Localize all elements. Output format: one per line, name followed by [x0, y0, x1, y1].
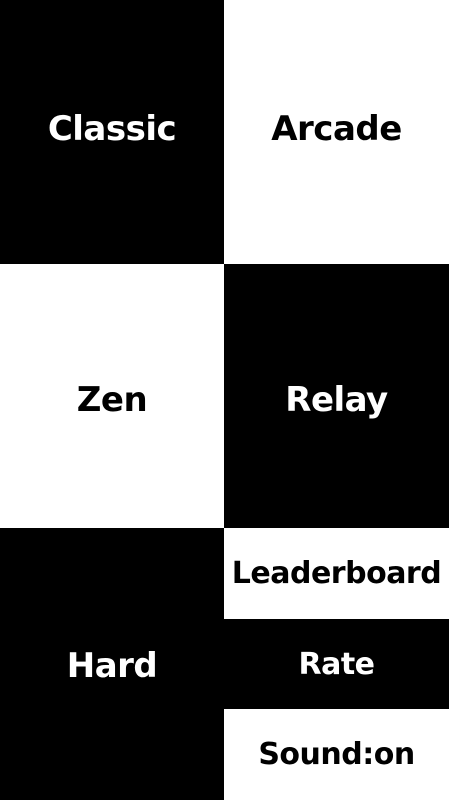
zen-mode-button[interactable]: Zen — [0, 264, 224, 528]
zen-mode-label: Zen — [76, 380, 148, 420]
leaderboard-label: Leaderboard — [231, 556, 442, 591]
classic-mode-label: Classic — [47, 109, 177, 149]
hard-mode-label: Hard — [66, 646, 158, 686]
arcade-mode-button[interactable]: Arcade — [224, 0, 449, 264]
hard-mode-button[interactable]: Hard — [0, 528, 224, 800]
arcade-mode-label: Arcade — [271, 109, 402, 149]
rate-button[interactable]: Rate — [224, 619, 449, 709]
classic-mode-button[interactable]: Classic — [0, 0, 224, 264]
sound-toggle-button[interactable]: Sound:on — [224, 709, 449, 800]
rate-label: Rate — [298, 646, 375, 682]
sound-toggle-label: Sound:on — [258, 737, 415, 772]
relay-mode-label: Relay — [285, 380, 388, 420]
relay-mode-button[interactable]: Relay — [224, 264, 449, 528]
leaderboard-button[interactable]: Leaderboard — [224, 528, 449, 619]
